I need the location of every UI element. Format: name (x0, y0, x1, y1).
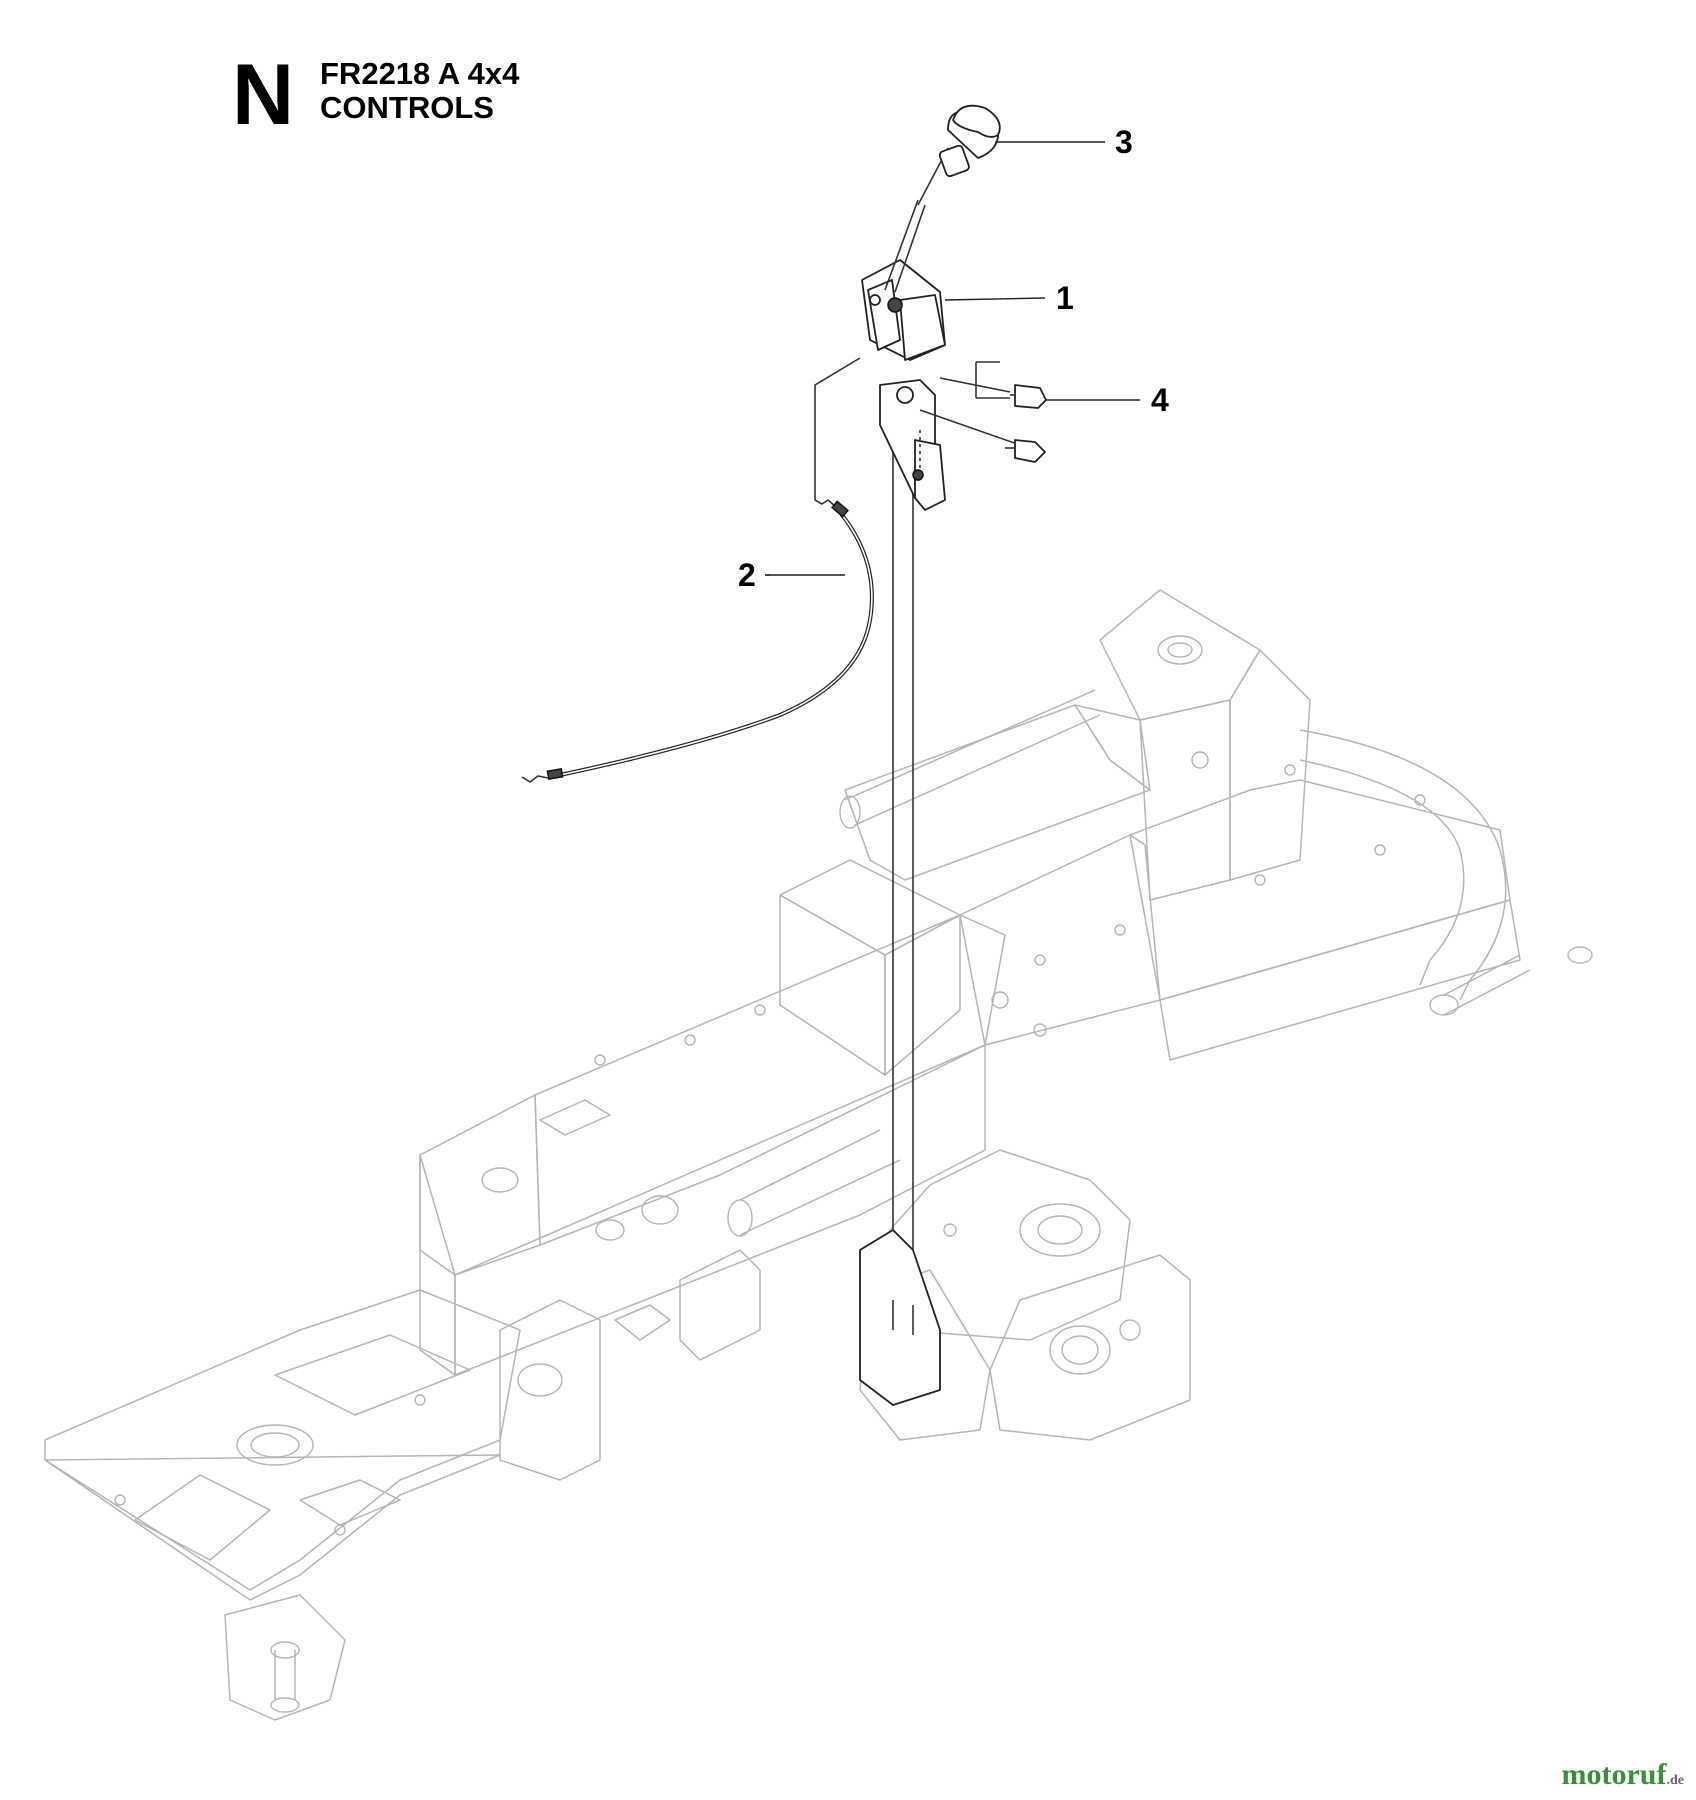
section-letter: N (232, 47, 295, 143)
tractor-frame (44, 589, 1593, 1721)
watermark-logo: motoruf.de (1562, 1758, 1684, 1792)
model-title: FR2218 A 4x4 (320, 56, 520, 91)
callout-3: 3 (1115, 124, 1133, 160)
callout-leaders (765, 141, 1140, 576)
knob (938, 104, 1001, 178)
callout-4: 4 (1151, 382, 1169, 418)
section-title: CONTROLS (320, 90, 494, 125)
bolts (919, 361, 1047, 463)
throttle-lever (861, 147, 949, 361)
throttle-cable (521, 357, 874, 783)
mounting-bracket (879, 379, 946, 511)
callout-2: 2 (738, 557, 756, 593)
control-rod (859, 398, 941, 1406)
leader-1 (944, 297, 1046, 301)
watermark-tld: .de (1666, 1773, 1685, 1788)
callout-1: 1 (1056, 280, 1074, 316)
watermark-text: motoruf (1561, 1758, 1667, 1791)
